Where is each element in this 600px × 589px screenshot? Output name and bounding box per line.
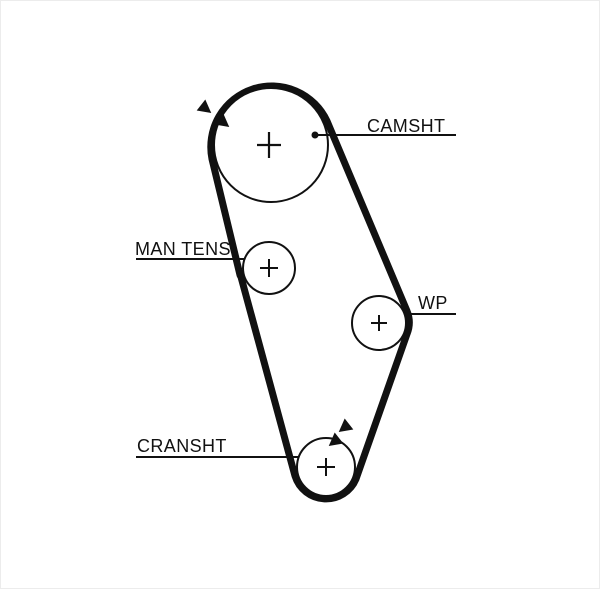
crankshaft-rotation-arrow-icon xyxy=(328,432,344,447)
camshaft-rotation-arrow-icon xyxy=(214,113,230,128)
water-pump-label: WP xyxy=(418,293,448,313)
timing-belt-path xyxy=(207,82,413,503)
crankshaft-label: CRANSHT xyxy=(137,436,227,456)
camshaft-rotation-arrow-icon xyxy=(196,99,212,114)
water-pump-center-cross-icon xyxy=(371,315,387,331)
crankshaft-center-cross-icon xyxy=(317,458,335,476)
tensioner-center-cross-icon xyxy=(260,259,278,277)
camshaft-label: CAMSHT xyxy=(367,116,445,136)
crankshaft-rotation-arrow-icon xyxy=(338,418,354,433)
camshaft-center-cross-icon xyxy=(257,132,281,158)
tensioner-label: MAN TENS xyxy=(135,239,231,259)
